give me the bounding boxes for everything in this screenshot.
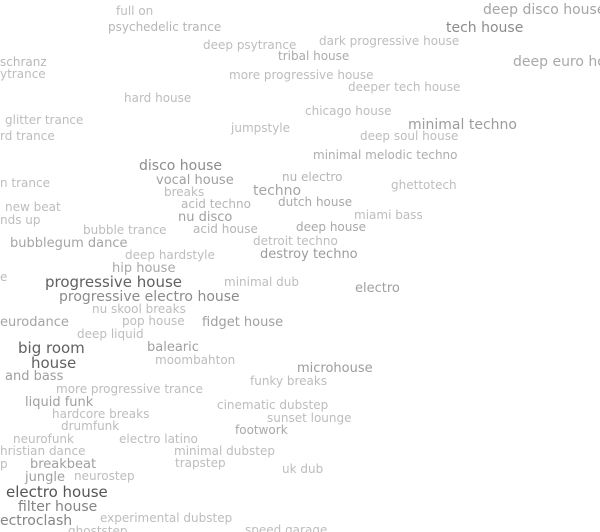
tag-deep-liquid[interactable]: deep liquid xyxy=(77,327,144,341)
tag-deep-soul-house[interactable]: deep soul house xyxy=(360,129,459,143)
tag-footwork[interactable]: footwork xyxy=(235,423,288,437)
tag-miami-bass[interactable]: miami bass xyxy=(354,208,423,222)
tag-acid-house[interactable]: acid house xyxy=(193,222,258,236)
tag-cinematic-dubstep[interactable]: cinematic dubstep xyxy=(217,398,329,412)
tag-hip-house[interactable]: hip house xyxy=(112,261,176,276)
tag-big-room[interactable]: big room xyxy=(18,339,85,357)
tag-vocal-house[interactable]: vocal house xyxy=(156,173,234,188)
tag-chicago-house[interactable]: chicago house xyxy=(305,104,392,118)
tag-and-bass[interactable]: and bass xyxy=(5,369,64,384)
tag-drumfunk[interactable]: drumfunk xyxy=(61,419,120,433)
tag-breakbeat[interactable]: breakbeat xyxy=(30,457,97,472)
tag-moombahton[interactable]: moombahton xyxy=(155,353,236,367)
tag-filter-house[interactable]: filter house xyxy=(18,499,98,515)
tag-pop-house[interactable]: pop house xyxy=(122,314,185,328)
tag-jungle[interactable]: jungle xyxy=(25,470,65,485)
tag-electro-house[interactable]: electro house xyxy=(6,483,108,501)
tag-dark-progressive-house[interactable]: dark progressive house xyxy=(319,34,460,48)
tag-neurostep[interactable]: neurostep xyxy=(74,469,135,483)
tag-bubble-trance[interactable]: bubble trance xyxy=(83,223,167,237)
tag-deep-hardstyle[interactable]: deep hardstyle xyxy=(125,248,215,262)
tag-deeper-tech-house[interactable]: deeper tech house xyxy=(348,80,461,94)
tag-ectroclash[interactable]: ectroclash xyxy=(0,513,73,529)
tag-bubblegum-dance[interactable]: bubblegum dance xyxy=(10,236,128,251)
tag-techno[interactable]: techno xyxy=(253,183,302,199)
tag-rd-trance[interactable]: rd trance xyxy=(0,129,55,143)
tag-disco-house[interactable]: disco house xyxy=(139,158,223,174)
tag-tech-house[interactable]: tech house xyxy=(446,20,524,36)
tag-microhouse[interactable]: microhouse xyxy=(297,361,373,376)
tag-new-beat[interactable]: new beat xyxy=(5,200,61,214)
tag-funky-breaks[interactable]: funky breaks xyxy=(250,374,328,388)
tag-ghoststep[interactable]: ghoststep xyxy=(68,524,128,532)
tag-balearic[interactable]: balearic xyxy=(147,340,199,355)
tag-e[interactable]: e xyxy=(0,270,8,284)
tag-progressive-electro-house[interactable]: progressive electro house xyxy=(59,289,240,305)
tag-jumpstyle[interactable]: jumpstyle xyxy=(231,121,291,135)
tag-electro-latino[interactable]: electro latino xyxy=(119,432,198,446)
tag-electro[interactable]: electro xyxy=(355,281,400,296)
tag-fidget-house[interactable]: fidget house xyxy=(202,315,284,330)
tag-minimal-techno[interactable]: minimal techno xyxy=(408,117,517,133)
tag-liquid-funk[interactable]: liquid funk xyxy=(25,395,94,410)
tag-experimental-dubstep[interactable]: experimental dubstep xyxy=(100,511,233,525)
tag-progressive-house[interactable]: progressive house xyxy=(45,273,183,291)
tag-minimal-melodic-techno[interactable]: minimal melodic techno xyxy=(313,148,458,162)
tag-deep-house[interactable]: deep house xyxy=(296,220,367,234)
tag-deep-euro-house[interactable]: deep euro house xyxy=(513,54,600,70)
tag-eurodance[interactable]: eurodance xyxy=(0,315,69,330)
tag-deep-disco-house[interactable]: deep disco house xyxy=(483,2,600,18)
tag-acid-techno[interactable]: acid techno xyxy=(181,197,251,211)
tag-hardcore-breaks[interactable]: hardcore breaks xyxy=(52,407,150,421)
tag-dutch-house[interactable]: dutch house xyxy=(278,195,353,209)
tag-psychedelic-trance[interactable]: psychedelic trance xyxy=(108,20,222,34)
tag-deep-psytrance[interactable]: deep psytrance xyxy=(203,38,297,52)
tag-neurofunk[interactable]: neurofunk xyxy=(13,432,74,446)
tag-destroy-techno[interactable]: destroy techno xyxy=(260,247,358,262)
tag-minimal-dub[interactable]: minimal dub xyxy=(224,275,299,289)
tag-schranz[interactable]: schranz xyxy=(0,55,47,69)
tag-uk-dub[interactable]: uk dub xyxy=(282,462,324,476)
tag-more-progressive-house[interactable]: more progressive house xyxy=(229,68,374,82)
tag-detroit-techno[interactable]: detroit techno xyxy=(253,234,338,248)
tag-more-progressive-trance[interactable]: more progressive trance xyxy=(56,382,203,396)
tag-breaks[interactable]: breaks xyxy=(164,185,205,199)
tag-hard-house[interactable]: hard house xyxy=(124,91,192,105)
tag-p[interactable]: p xyxy=(0,457,8,471)
tag-speed-garage[interactable]: speed garage xyxy=(245,523,328,532)
tag-glitter-trance[interactable]: glitter trance xyxy=(5,113,84,127)
tag-hristian-dance[interactable]: hristian dance xyxy=(0,444,86,458)
tag-ytrance[interactable]: ytrance xyxy=(0,67,46,81)
tag-nu-disco[interactable]: nu disco xyxy=(178,210,233,225)
tag-nu-skool-breaks[interactable]: nu skool breaks xyxy=(92,302,186,316)
tag-full-on[interactable]: full on xyxy=(116,4,154,18)
tag-nu-electro[interactable]: nu electro xyxy=(282,170,343,184)
tag-trapstep[interactable]: trapstep xyxy=(175,456,226,470)
tag-nds-up[interactable]: nds up xyxy=(0,213,41,227)
tag-minimal-dubstep[interactable]: minimal dubstep xyxy=(174,444,275,458)
tag-house[interactable]: house xyxy=(31,354,77,372)
tag-n-trance[interactable]: n trance xyxy=(0,176,50,190)
tag-ghettotech[interactable]: ghettotech xyxy=(391,178,457,192)
tag-tribal-house[interactable]: tribal house xyxy=(278,49,350,63)
tag-sunset-lounge[interactable]: sunset lounge xyxy=(267,411,352,425)
